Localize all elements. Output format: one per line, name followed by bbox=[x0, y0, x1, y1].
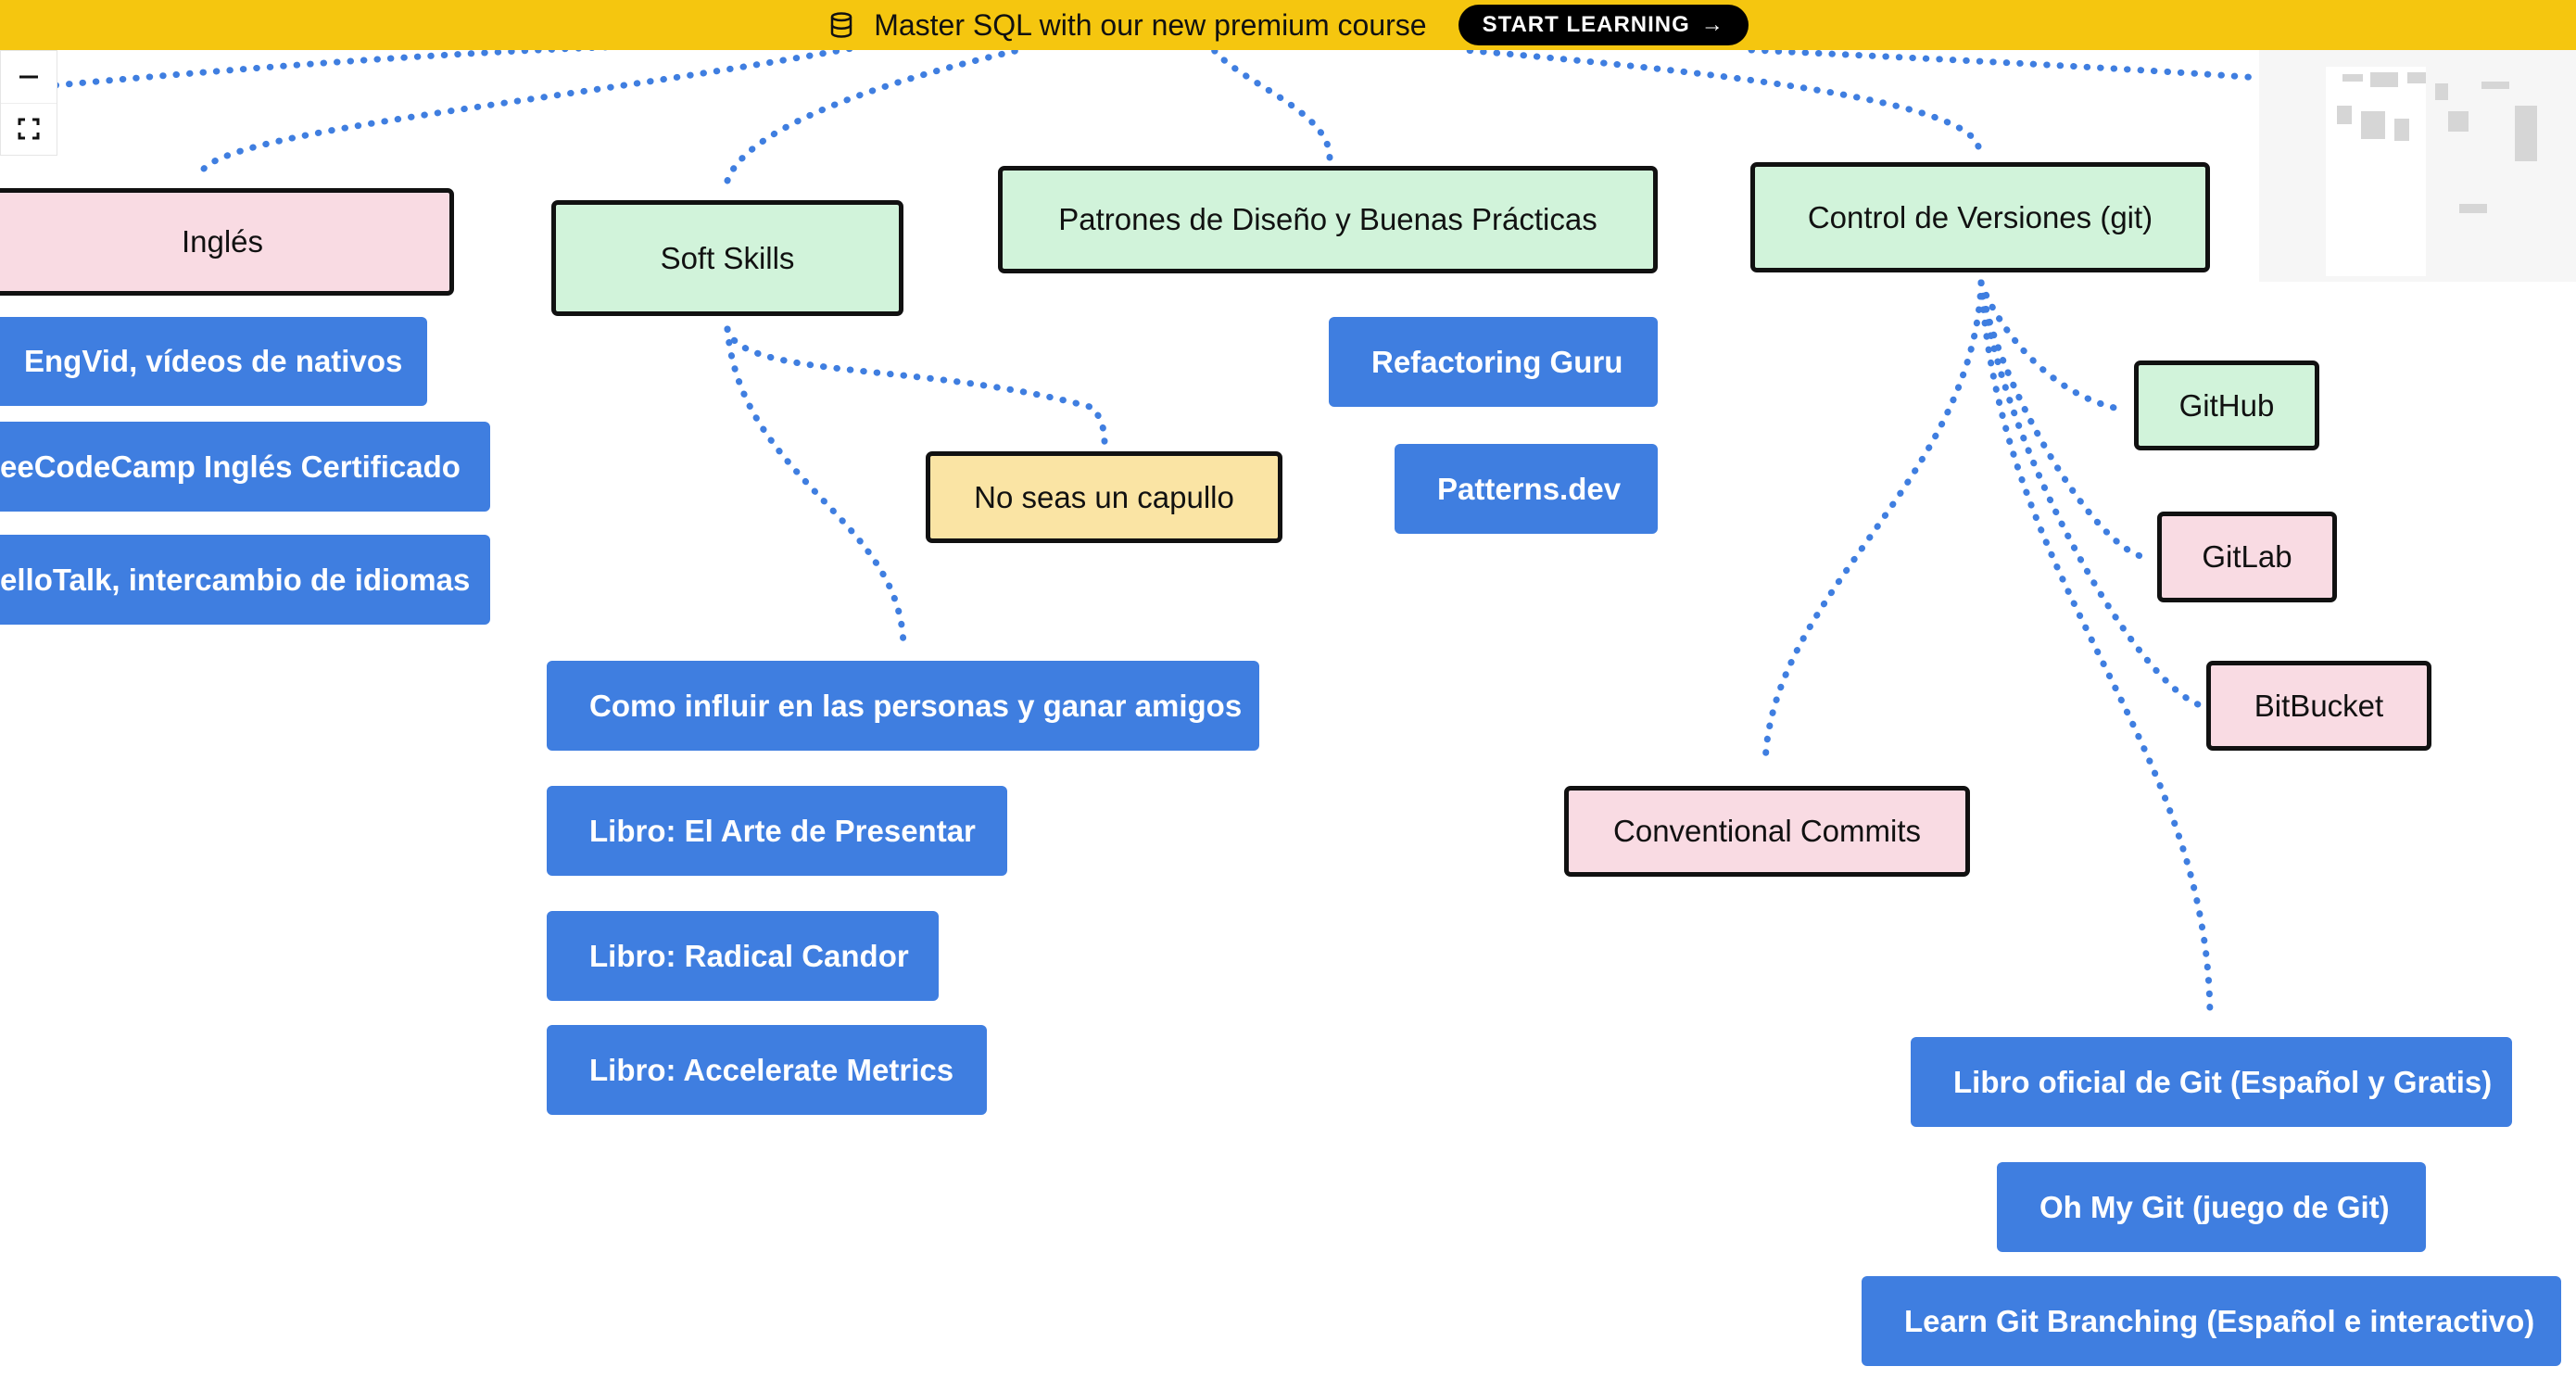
minimap-viewport bbox=[2326, 67, 2426, 276]
resource-label: Patterns.dev bbox=[1437, 471, 1622, 506]
resource-engvid[interactable]: EngVid, vídeos de nativos bbox=[0, 317, 427, 406]
resource-label: EngVid, vídeos de nativos bbox=[24, 344, 403, 378]
zoom-out-button[interactable] bbox=[1, 51, 57, 103]
resource-accelerate[interactable]: Libro: Accelerate Metrics bbox=[547, 1025, 987, 1115]
topic-no-seas-capullo[interactable]: No seas un capullo bbox=[926, 451, 1282, 543]
topic-patrones[interactable]: Patrones de Diseño y Buenas Prácticas bbox=[998, 166, 1658, 273]
topic-label: Conventional Commits bbox=[1613, 814, 1921, 848]
start-learning-button[interactable]: START LEARNING → bbox=[1458, 5, 1749, 45]
resource-arte-presentar[interactable]: Libro: El Arte de Presentar bbox=[547, 786, 1007, 876]
resource-label: Learn Git Branching (Español e interacti… bbox=[1904, 1303, 2535, 1338]
resource-oh-my-git[interactable]: Oh My Git (juego de Git) bbox=[1997, 1162, 2426, 1252]
topic-bitbucket[interactable]: BitBucket bbox=[2206, 661, 2431, 751]
topic-ingles[interactable]: Inglés bbox=[0, 188, 454, 296]
database-icon bbox=[827, 11, 855, 39]
promo-banner: Master SQL with our new premium course S… bbox=[0, 0, 2576, 50]
zoom-controls bbox=[0, 50, 57, 156]
minimap-node bbox=[2459, 204, 2487, 213]
resource-label: Libro: Accelerate Metrics bbox=[589, 1052, 954, 1087]
topic-gitlab[interactable]: GitLab bbox=[2157, 512, 2337, 602]
topic-label: GitLab bbox=[2202, 539, 2292, 574]
topic-label: Patrones de Diseño y Buenas Prácticas bbox=[1058, 202, 1597, 236]
topic-label: Inglés bbox=[181, 224, 264, 259]
minimap-node bbox=[2361, 111, 2385, 139]
resource-libro-git[interactable]: Libro oficial de Git (Español y Gratis) bbox=[1911, 1037, 2512, 1127]
resource-freecodecamp[interactable]: eeCodeCamp Inglés Certificado bbox=[0, 422, 490, 512]
minimap[interactable] bbox=[2259, 50, 2576, 282]
resource-label: Libro: El Arte de Presentar bbox=[589, 813, 976, 848]
minimap-node bbox=[2370, 72, 2398, 87]
topic-label: No seas un capullo bbox=[974, 479, 1234, 514]
resource-refactoring-guru[interactable]: Refactoring Guru bbox=[1329, 317, 1658, 407]
topic-github[interactable]: GitHub bbox=[2134, 361, 2319, 450]
resource-label: elloTalk, intercambio de idiomas bbox=[0, 562, 471, 597]
resource-label: Libro: Radical Candor bbox=[589, 938, 909, 973]
minimap-node bbox=[2337, 106, 2352, 124]
minus-icon bbox=[19, 75, 38, 79]
minimap-node bbox=[2515, 106, 2537, 161]
topic-label: BitBucket bbox=[2254, 688, 2384, 723]
resource-label: eeCodeCamp Inglés Certificado bbox=[0, 449, 461, 484]
minimap-node bbox=[2394, 119, 2409, 141]
resource-hellotalk[interactable]: elloTalk, intercambio de idiomas bbox=[0, 535, 490, 625]
resource-como-influir[interactable]: Como influir en las personas y ganar ami… bbox=[547, 661, 1259, 751]
resource-label: Refactoring Guru bbox=[1371, 344, 1623, 379]
minimap-node bbox=[2448, 111, 2469, 132]
resource-label: Oh My Git (juego de Git) bbox=[2039, 1189, 2390, 1224]
topic-conventional-commits[interactable]: Conventional Commits bbox=[1564, 786, 1970, 877]
resource-radical-candor[interactable]: Libro: Radical Candor bbox=[547, 911, 939, 1001]
resource-learn-git-branching[interactable]: Learn Git Branching (Español e interacti… bbox=[1862, 1276, 2561, 1366]
arrow-right-icon: → bbox=[1700, 12, 1724, 37]
minimap-node bbox=[2481, 82, 2509, 89]
topic-label: Soft Skills bbox=[660, 240, 795, 275]
minimap-node bbox=[2435, 83, 2448, 100]
topic-label: Control de Versiones (git) bbox=[1807, 199, 2153, 234]
resource-label: Como influir en las personas y ganar ami… bbox=[589, 688, 1243, 723]
start-learning-label: START LEARNING bbox=[1482, 12, 1690, 37]
fullscreen-icon bbox=[18, 118, 40, 140]
topic-soft-skills[interactable]: Soft Skills bbox=[551, 200, 903, 316]
fit-view-button[interactable] bbox=[1, 102, 57, 156]
topic-control-versiones[interactable]: Control de Versiones (git) bbox=[1750, 162, 2210, 272]
minimap-node bbox=[2407, 72, 2426, 83]
topic-label: GitHub bbox=[2178, 387, 2275, 423]
banner-text: Master SQL with our new premium course bbox=[874, 7, 1427, 42]
minimap-node bbox=[2342, 74, 2363, 82]
resource-label: Libro oficial de Git (Español y Gratis) bbox=[1953, 1064, 2493, 1099]
resource-patterns-dev[interactable]: Patterns.dev bbox=[1395, 444, 1658, 534]
